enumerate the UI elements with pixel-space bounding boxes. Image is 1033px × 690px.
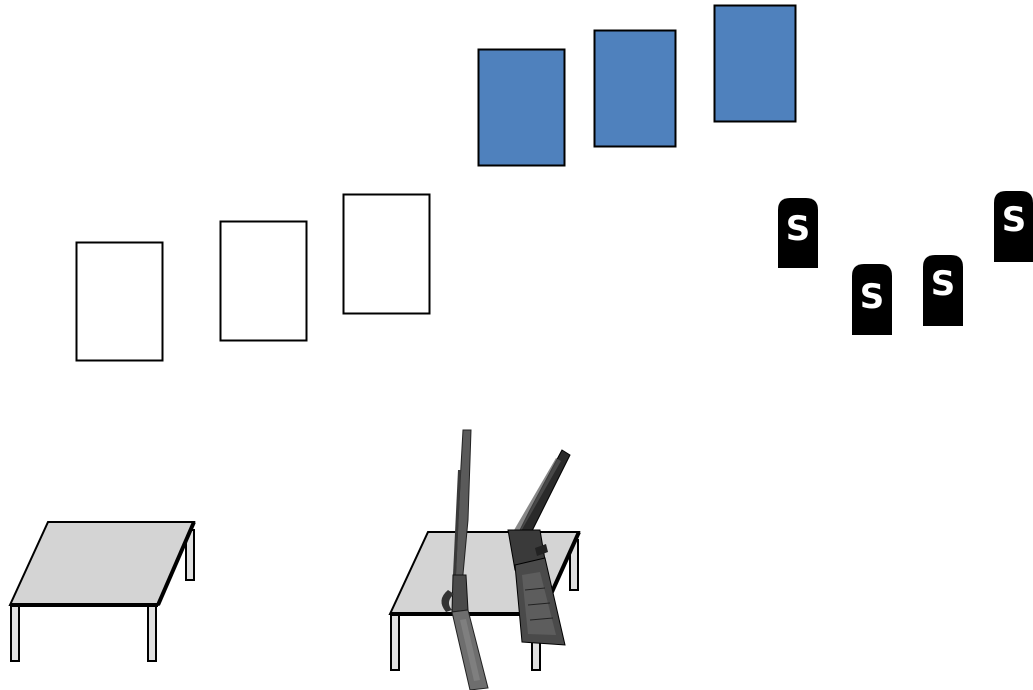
white-target-group <box>77 195 430 361</box>
table-top <box>10 522 194 605</box>
blue-target <box>595 31 676 147</box>
table-leg <box>391 615 399 670</box>
steel-plate-letter: S <box>931 264 956 304</box>
steel-plate-letter: S <box>1002 200 1027 240</box>
steel-plate-icon: S <box>778 198 818 268</box>
steel-plate-letter: S <box>860 277 885 317</box>
blue-target <box>479 50 565 166</box>
white-target <box>344 195 430 314</box>
white-target <box>77 243 163 361</box>
table-leg <box>11 606 19 661</box>
left-table <box>10 522 194 661</box>
blue-target <box>715 6 796 122</box>
steel-plate-icon: S <box>923 255 963 326</box>
steel-plate-group: S S S S <box>778 191 1033 335</box>
white-target <box>221 222 307 341</box>
blue-target-group <box>479 6 796 166</box>
steel-plate-letter: S <box>786 209 811 249</box>
table-leg <box>148 606 156 661</box>
steel-plate-icon: S <box>994 191 1033 262</box>
steel-plate-icon: S <box>852 264 892 335</box>
